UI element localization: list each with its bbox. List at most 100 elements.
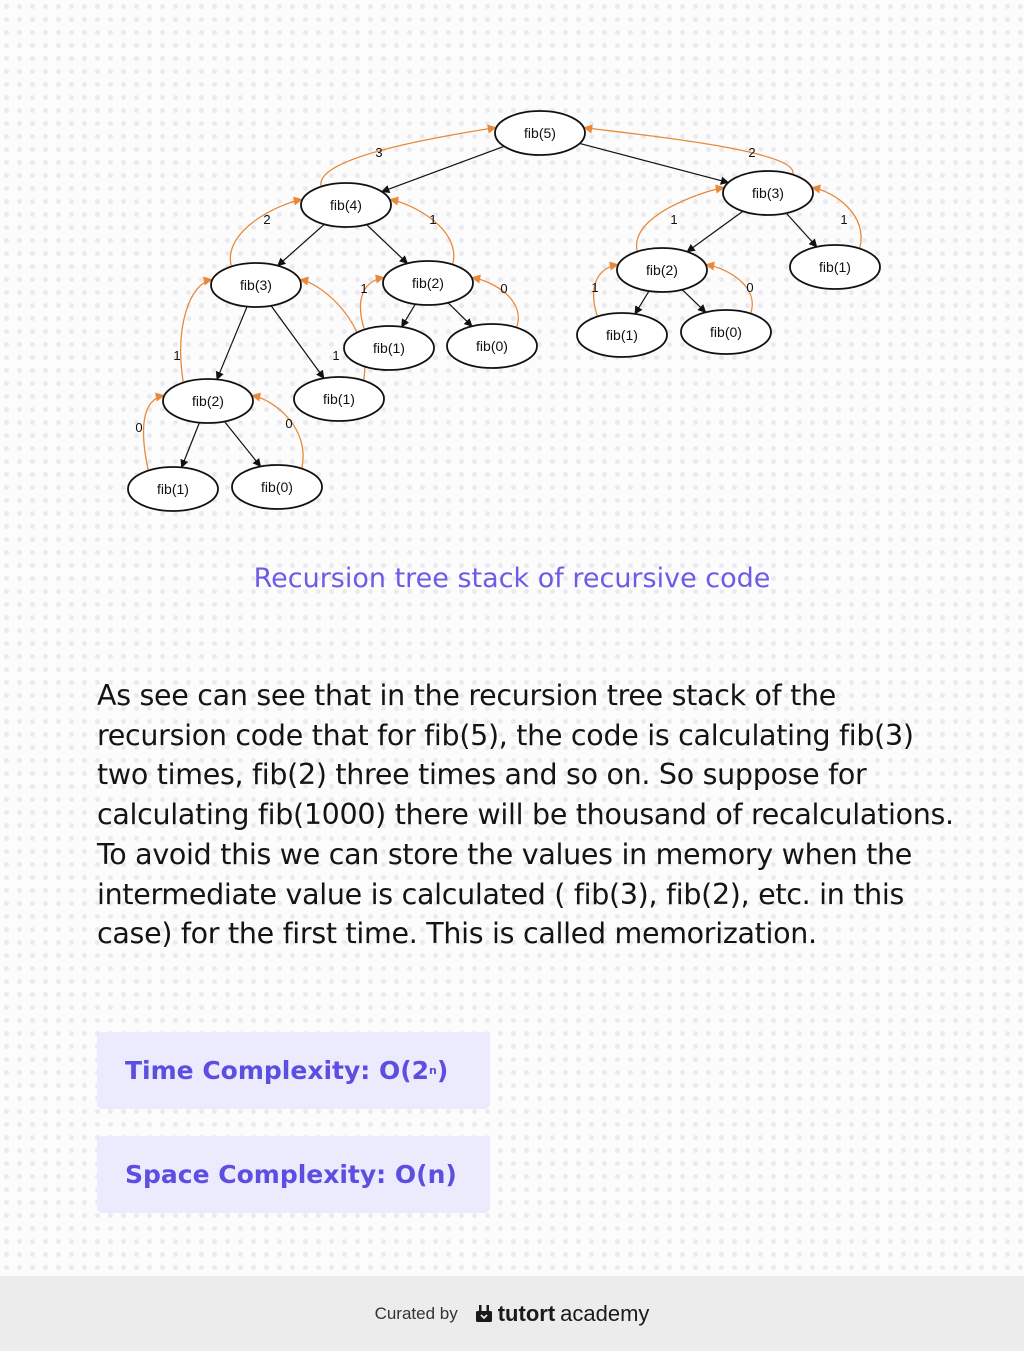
tree-node-n2b: fib(2) [382,260,474,306]
node-ellipse [680,309,772,355]
call-edge-n5-n3b [579,142,730,185]
call-edge-n2b-n0b [447,302,473,327]
return-value-label: 1 [429,212,436,227]
tree-node-n1c: fib(1) [343,325,435,371]
diagram-caption: Recursion tree stack of recursive code [253,563,771,594]
tree-node-n0a: fib(0) [231,464,323,510]
time-complexity-label: Time Complexity: O(2 [125,1056,430,1085]
call-edge-n2a-n1a [180,422,200,469]
return-arrow-n4-n5 [320,124,497,187]
node-label: fib(1) [323,391,355,407]
node-ellipse [576,312,668,358]
return-value-label: 1 [591,280,598,295]
brand-name: tutort [497,1300,556,1326]
return-arrow-n0a-n2a [251,392,304,469]
node-ellipse [446,323,538,369]
node-label: fib(0) [710,324,742,340]
node-ellipse [162,378,254,424]
return-arrow-n3a-n4 [229,196,303,267]
return-edges [142,124,862,471]
return-value-label: 1 [332,348,339,363]
node-ellipse [382,260,474,306]
return-arrow-n0b-n2b [471,274,519,328]
tree-node-n4: fib(4) [300,182,392,228]
call-edge-n4-n3a [277,223,325,267]
node-ellipse [127,466,219,512]
call-edge-n2c-n0c [681,289,707,313]
node-ellipse [616,247,708,293]
call-edge-n2c-n1e [634,290,650,315]
return-value-label: 0 [500,281,507,296]
tree-node-n0b: fib(0) [446,323,538,369]
call-edges [180,142,818,469]
return-arrow-n2b-n4 [389,196,455,265]
node-label: fib(0) [476,338,508,354]
call-edge-n3b-n2c [686,210,744,253]
return-value-label: 1 [840,212,847,227]
return-arrow-n1e-n2c [593,261,619,317]
return-arrow-n0c-n2c [705,261,753,314]
return-value-label: 0 [285,416,292,431]
tree-node-n1e: fib(1) [576,312,668,358]
node-label: fib(1) [606,327,638,343]
node-label: fib(2) [646,262,678,278]
call-edge-n3a-n2a [215,306,248,381]
time-complexity-close: ) [436,1056,449,1085]
tree-node-n3b: fib(3) [722,170,814,216]
node-ellipse [210,262,302,308]
return-value-label: 1 [670,212,677,227]
return-value-label: 2 [748,145,755,160]
time-complexity-exponent: n [429,1064,437,1077]
node-ellipse [494,110,586,156]
node-ellipse [343,325,435,371]
return-arrow-n2c-n3b [636,184,725,252]
return-value-label: 0 [746,280,753,295]
tree-node-n1b: fib(1) [293,376,385,422]
tree-node-n1d: fib(1) [789,244,881,290]
node-label: fib(4) [330,197,362,213]
return-value-label: 3 [375,145,382,160]
call-edge-n2a-n0a [223,421,262,468]
return-arrow-n1b-n3a [299,276,366,381]
call-edge-n4-n2b [366,224,409,265]
return-value-label: 2 [263,212,270,227]
node-label: fib(1) [157,481,189,497]
return-value-label: 1 [173,348,180,363]
space-complexity-box: Space Complexity: O(n) [97,1136,490,1213]
node-ellipse [293,376,385,422]
tree-node-n2c: fib(2) [616,247,708,293]
tree-node-n5: fib(5) [494,110,586,156]
return-arrow-n1d-n3b [811,184,862,249]
return-arrow-n1a-n2a [142,392,165,471]
call-edge-n5-n4 [381,145,505,194]
return-value-label: 1 [360,281,367,296]
call-edge-n2b-n1c [401,303,416,328]
description-paragraph: As see can see that in the recursion tre… [97,679,954,951]
tree-node-n3a: fib(3) [210,262,302,308]
tree-node-n0c: fib(0) [680,309,772,355]
tree-node-n2a: fib(2) [162,378,254,424]
tree-node-n1a: fib(1) [127,466,219,512]
node-ellipse [722,170,814,216]
node-label: fib(3) [240,277,272,293]
node-label: fib(1) [819,259,851,275]
node-label: fib(3) [752,185,784,201]
node-ellipse [231,464,323,510]
curated-by-label: Curated by [374,1303,458,1323]
space-complexity-label: Space Complexity: O(n) [125,1160,457,1189]
node-label: fib(0) [261,479,293,495]
node-label: fib(2) [192,393,224,409]
node-label: fib(1) [373,340,405,356]
return-arrow-n3b-n5 [583,124,794,175]
footer: Curated by tutort academy [0,1276,1024,1351]
return-arrow-n2a-n3a [180,276,213,383]
brand-suffix: academy [560,1300,650,1326]
call-edge-n3b-n1d [785,212,818,248]
call-edge-n3a-n1b [270,305,325,379]
return-arrow-n1c-n2b [359,274,385,330]
tree-nodes: fib(5) fib(4) fib(3) fib(3) fib(2) fib(2) fib(… [127,110,881,512]
node-label: fib(5) [524,125,556,141]
node-ellipse [789,244,881,290]
